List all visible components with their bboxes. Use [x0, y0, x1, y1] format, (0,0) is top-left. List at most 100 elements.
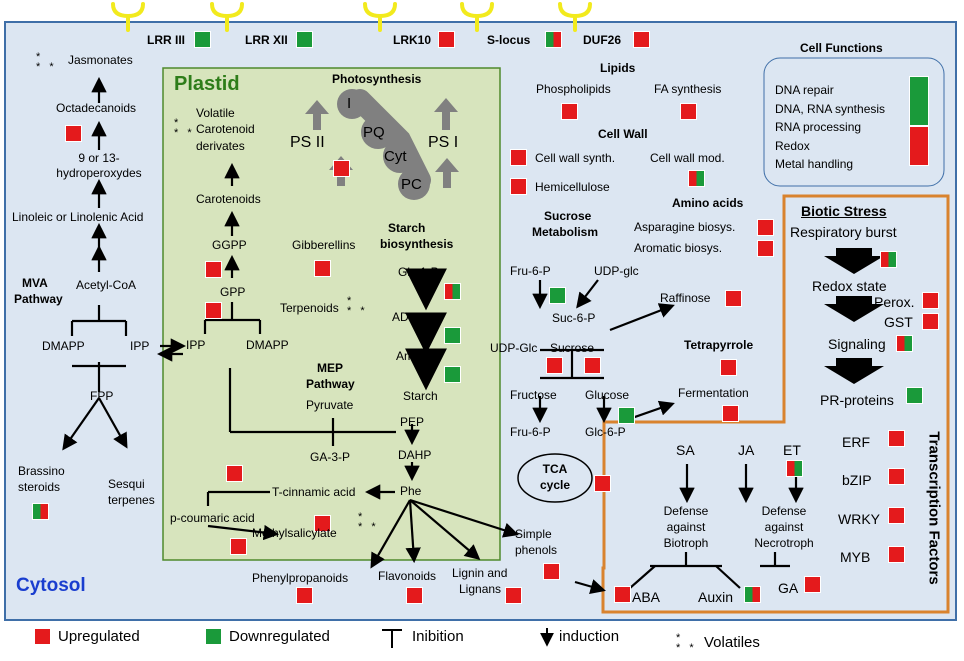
biotic-stress-title: Biotic Stress	[801, 203, 887, 219]
legend-volatiles-label: Volatiles	[704, 634, 760, 651]
mva-label-2: Pathway	[14, 292, 63, 306]
tca-label-2: cycle	[539, 478, 571, 492]
lipids-label: Lipids	[600, 61, 636, 75]
cwsynth-label: Cell wall synth.	[535, 151, 616, 165]
suc6p-label: Suc-6-P	[552, 311, 596, 325]
tcinnamic-label: T-cinnamic acid	[272, 485, 356, 499]
volatile-label-2: Carotenoid	[196, 122, 255, 136]
legend-up-label: Upregulated	[58, 628, 140, 645]
sa-label: SA	[676, 442, 695, 458]
fpp-label: FPP	[90, 389, 114, 403]
hydroperoxydes-label-1: 9 or 13-	[78, 151, 120, 165]
simplephenols-label-2: phenols	[515, 543, 558, 557]
lignin-label-2: Lignans	[459, 582, 502, 596]
ps2-indicator	[333, 160, 350, 177]
duf26-indicator	[633, 31, 650, 48]
udpglc-label: UDP-glc	[594, 264, 639, 278]
fru6p2-label: Fru-6-P	[510, 425, 551, 439]
signaling-label: Signaling	[828, 336, 886, 352]
aromatic-indicator	[757, 240, 774, 257]
brassino-label-1: Brassino	[18, 464, 65, 478]
plastid-ipp-label: IPP	[186, 338, 206, 352]
transcription-factors-title: Transcription Factors	[925, 431, 943, 585]
sucrose-indicator-2	[584, 357, 601, 374]
defbio-label-3: Biotroph	[663, 536, 709, 550]
auxin-label: Auxin	[698, 589, 734, 605]
starch-indicator	[444, 366, 461, 383]
mva-label-1: MVA	[22, 276, 48, 290]
inhibition-lines	[70, 302, 790, 589]
receptor-lrr3-label: LRR III	[147, 33, 185, 47]
mva-ipp-label: IPP	[130, 339, 150, 353]
fermentation-label: Fermentation	[678, 386, 749, 400]
cellfunc-item-3: RNA processing	[775, 120, 862, 134]
glucose-label: Glucose	[585, 388, 630, 402]
lrr12-indicator	[296, 31, 313, 48]
glucose-indicator	[618, 407, 635, 424]
et-indicator	[786, 460, 803, 477]
cell-functions-title: Cell Functions	[800, 41, 883, 55]
carotenoid-volatile-stars: ** *	[174, 117, 195, 139]
legend-symbols	[382, 628, 554, 648]
phe-label: Phe	[400, 484, 422, 498]
gpp-label: GPP	[220, 285, 246, 299]
gst-indicator	[922, 313, 939, 330]
terpenoids-label: Terpenoids	[280, 301, 339, 315]
photosynthesis-graphic	[305, 89, 459, 200]
tf-bzip-label: bZIP	[842, 472, 872, 488]
jasmonates-label: Jasmonates	[68, 53, 133, 67]
cellfunc-green-indicator	[909, 76, 929, 126]
lrk10-indicator	[438, 31, 455, 48]
cellfunc-item-5: Metal handling	[775, 157, 854, 171]
cell-functions-box	[763, 57, 945, 187]
phenylpropanoids-label: Phenylpropanoids	[252, 571, 349, 585]
cwsynth-indicator	[510, 149, 527, 166]
octadecanoids-label: Octadecanoids	[56, 101, 137, 115]
pep-label: PEP	[400, 415, 425, 429]
tf-myb-label: MYB	[840, 549, 871, 565]
tetrapyrrole-label: Tetrapyrrole	[684, 338, 754, 352]
defnec-label-2: against	[764, 520, 804, 534]
lignin-label-1: Lignin and	[452, 566, 508, 580]
volatile-label-3: derivates	[196, 139, 245, 153]
cellfunc-item-4: Redox	[775, 139, 810, 153]
methylsal-label: Methylsalicylate	[252, 526, 337, 540]
phospholipids-indicator	[561, 103, 578, 120]
bzip-indicator	[888, 468, 905, 485]
flavonoids-label: Flavonoids	[378, 569, 437, 583]
respburst-label: Respiratory burst	[790, 224, 897, 240]
sesqui-label-1: Sesqui	[108, 477, 145, 491]
lignin-indicator	[505, 587, 522, 604]
tca-indicator	[594, 475, 611, 492]
glc6p-label: Glc-6-P	[585, 425, 626, 439]
legend-down-swatch	[205, 628, 222, 645]
aba-label: ABA	[632, 589, 661, 605]
aminoacids-label: Amino acids	[672, 196, 744, 210]
pcoumaric-indicator	[230, 538, 247, 555]
pyruvate-label: Pyruvate	[306, 398, 354, 412]
ga-label: GA	[778, 580, 799, 596]
fermentation-indicator	[722, 405, 739, 422]
fasynthesis-label: FA synthesis	[654, 82, 722, 96]
mep-label-2: Pathway	[306, 377, 355, 391]
simplephenols-indicator	[543, 563, 560, 580]
carotenoids-label: Carotenoids	[196, 192, 261, 206]
et-label: ET	[783, 442, 801, 458]
prproteins-indicator	[906, 387, 923, 404]
defbio-label-2: against	[666, 520, 706, 534]
legend-up-swatch	[34, 628, 51, 645]
gpp-indicator	[205, 302, 222, 319]
lrr3-indicator	[194, 31, 211, 48]
flavonoids-indicator	[406, 587, 423, 604]
terpenoids-volatile-stars: * * *	[347, 295, 368, 317]
asparagine-indicator	[757, 219, 774, 236]
pathway-arrows	[62, 76, 804, 595]
adpglc-indicator	[444, 327, 461, 344]
cwmod-indicator	[688, 170, 705, 187]
cellwall-label: Cell Wall	[598, 127, 648, 141]
receptor-lrr12-label: LRR XII	[245, 33, 288, 47]
legend-inhibition-label: Inibition	[412, 628, 464, 645]
tcinnamic-indicator	[226, 465, 243, 482]
methylsal-indicator	[314, 515, 331, 532]
